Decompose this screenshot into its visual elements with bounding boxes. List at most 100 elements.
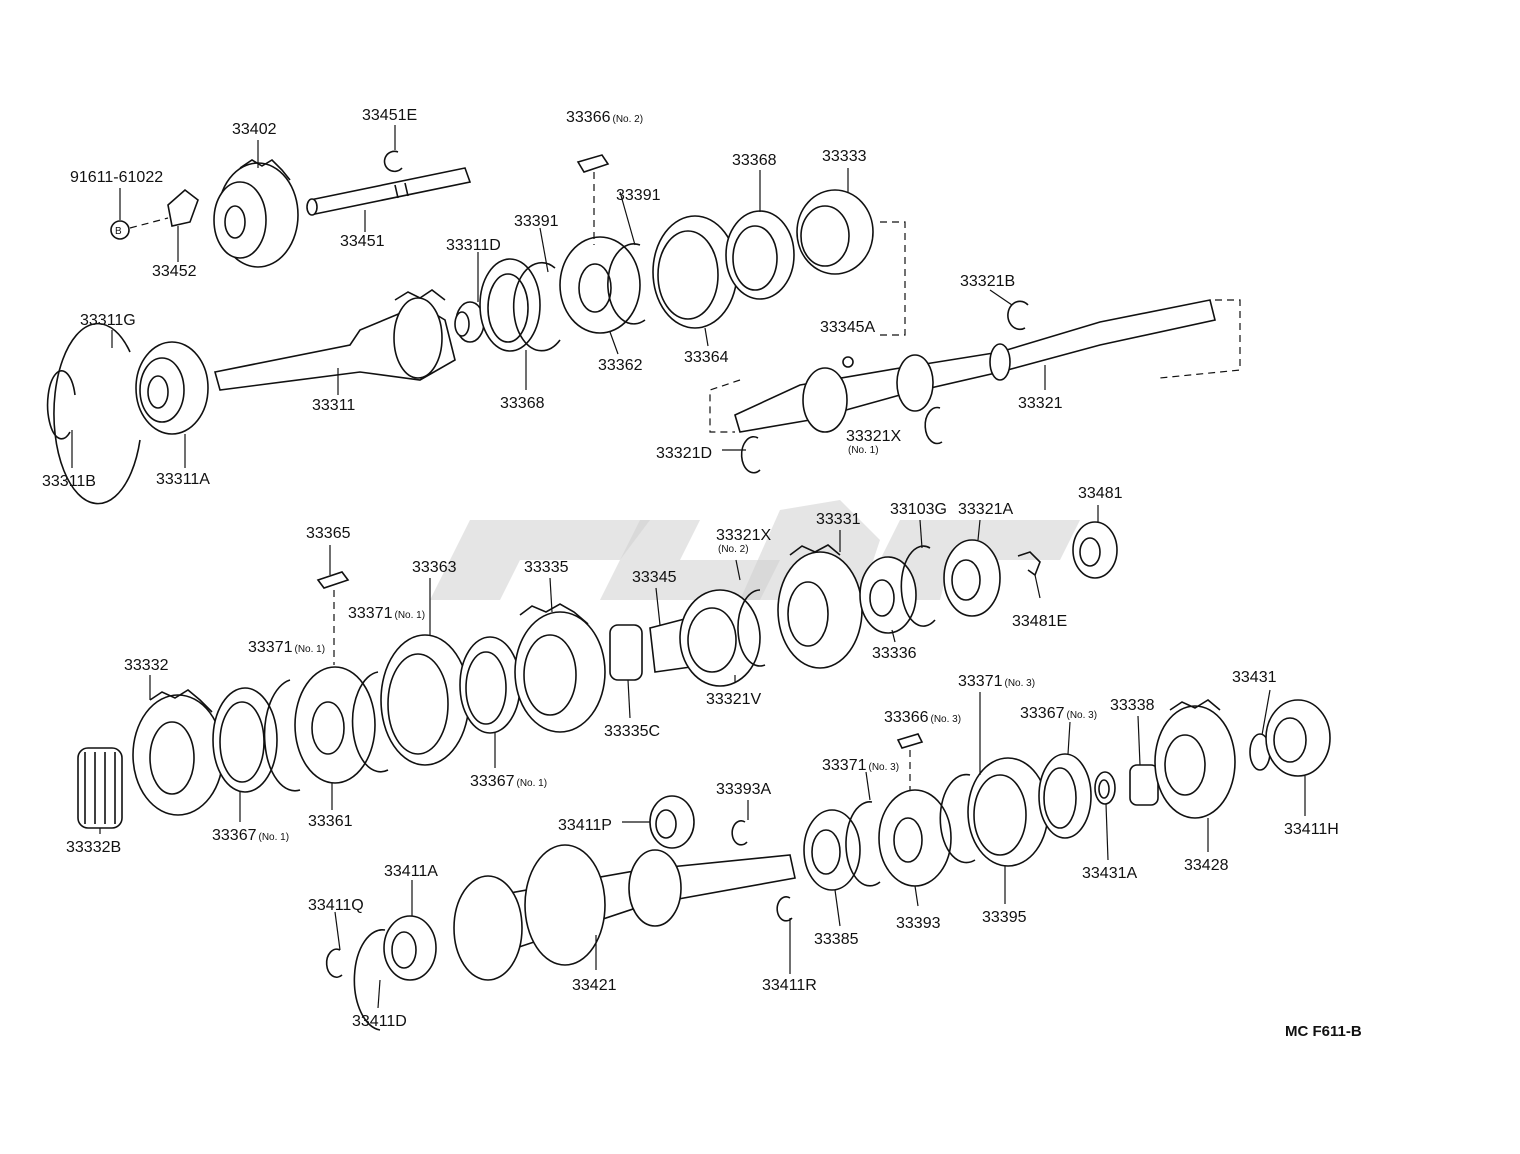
part-label-33321b: 33321B: [960, 273, 1015, 290]
part-label-sub-33366-2: (No. 2): [613, 114, 644, 125]
part-label-sub-33366-3: (No. 3): [931, 714, 962, 725]
part-spring-33391b: [607, 243, 646, 325]
part-label-33361: 33361: [308, 813, 353, 830]
part-bearing-33335C: [609, 624, 643, 681]
part-label-91611-61022: 91611-61022: [70, 169, 163, 186]
part-gear-33428: [1154, 699, 1236, 819]
part-counter-gear-33421: [453, 844, 796, 981]
part-label-33365: 33365: [306, 525, 351, 542]
part-ring-33321X-1: [924, 406, 943, 445]
part-shaft-33451: [306, 167, 472, 216]
part-label-sub-33367-3: (No. 3): [1067, 710, 1098, 721]
part-label-33385: 33385: [814, 931, 859, 948]
part-hub-33393: [878, 789, 952, 887]
diagram-code: MC F611-B: [1285, 1023, 1362, 1040]
part-bearing-33411P: [649, 795, 695, 849]
part-bearing-33411A: [383, 915, 437, 981]
part-ring-33321X-2: [737, 589, 766, 667]
part-label-sub-33371-1b: (No. 1): [295, 644, 326, 655]
part-label-33411r: 33411R: [762, 977, 817, 994]
part-label-33311d: 33311D: [446, 237, 501, 254]
part-ring-33367-1b: [212, 687, 278, 793]
part-label-33331: 33331: [816, 511, 861, 528]
part-key-33366-2: [576, 154, 610, 173]
part-label-33391-b: 33391: [514, 213, 559, 230]
part-label-33481e: 33481E: [1012, 613, 1067, 630]
part-label-33321: 33321: [1018, 395, 1063, 412]
part-ring-33367-3: [1038, 753, 1092, 839]
part-label-33391-a: 33391: [616, 187, 661, 204]
part-snap-ring-33311G: [53, 322, 141, 505]
part-spring-33371-1a: [263, 679, 301, 792]
part-label-33411p: 33411P: [558, 817, 612, 834]
part-label-33411h: 33411H: [1284, 821, 1339, 838]
part-label-33428: 33428: [1184, 857, 1229, 874]
part-label-33451: 33451: [340, 233, 385, 250]
part-label-33371-1b: 33371: [248, 639, 293, 656]
part-gear-33331: [777, 544, 863, 669]
part-label-33371-1a: 33371: [348, 605, 393, 622]
part-label-33321d: 33321D: [656, 445, 712, 462]
part-spring-33391a: [512, 261, 561, 352]
part-label-33452: 33452: [152, 263, 197, 280]
part-gear-33335: [514, 603, 606, 733]
svg-text:B: B: [115, 226, 122, 237]
part-bearing-33411H: [1265, 699, 1331, 777]
part-bearing-33311A: [135, 341, 209, 435]
part-label-33321x-2: 33321X: [716, 527, 771, 544]
part-label-33311a: 33311A: [156, 471, 210, 488]
part-sleeve-33363: [380, 634, 470, 766]
part-label-33431a: 33431A: [1082, 865, 1137, 882]
part-ring-33368b: [479, 258, 541, 352]
part-pin-91611: B: [110, 220, 130, 240]
part-output-shaft-33321: [734, 299, 1216, 433]
part-spacer-33321V: [679, 589, 761, 687]
part-bearing-33311D: [454, 301, 485, 343]
part-ring-33321B: [1007, 300, 1029, 331]
part-label-33345: 33345: [632, 569, 677, 586]
part-label-33367-1a: 33367: [470, 773, 515, 790]
part-label-33402: 33402: [232, 121, 277, 138]
part-sleeve-33364: [652, 215, 738, 329]
part-label-33335: 33335: [524, 559, 569, 576]
part-snap-ring-33411D: [353, 929, 386, 1031]
part-label-33338: 33338: [1110, 697, 1155, 714]
part-label-33364: 33364: [684, 349, 729, 366]
part-label-33367-3: 33367: [1020, 705, 1065, 722]
part-ring-33333: [796, 189, 874, 275]
part-labels: 91611-610223340233451E334513345233366(No…: [42, 107, 1339, 1030]
part-label-33411d: 33411D: [352, 1013, 407, 1030]
part-spring-33371-3b: [845, 801, 881, 887]
part-label-33366-2: 33366: [566, 109, 611, 126]
part-key-33366-3: [896, 733, 924, 749]
part-hub-33362: [559, 236, 641, 334]
part-ring-33321D: [740, 435, 761, 474]
part-label-33367-1b: 33367: [212, 827, 257, 844]
part-gear-33332: [132, 689, 224, 816]
part-label-33311: 33311: [312, 397, 355, 414]
part-key-33365: [316, 571, 350, 589]
part-fork-33452: [167, 188, 199, 227]
leader-lines: [71, 125, 1306, 1009]
part-spring-33371-1b: [351, 671, 389, 773]
part-gear-33481: [1072, 521, 1118, 579]
part-input-shaft-33311: [213, 289, 456, 391]
part-label-33362: 33362: [598, 357, 643, 374]
part-label-33332b: 33332B: [66, 839, 121, 856]
part-label-33368-a: 33368: [732, 152, 777, 169]
part-label-33103g: 33103G: [890, 501, 947, 518]
part-label-33371-3a: 33371: [958, 673, 1003, 690]
part-label-33368-b: 33368: [500, 395, 545, 412]
part-label-sub-33367-1a: (No. 1): [517, 778, 548, 789]
part-label-33321x-1: 33321X: [846, 428, 901, 445]
part-label-sub-33371-1a: (No. 1): [395, 610, 426, 621]
part-snap-ring-33311B: [46, 370, 76, 440]
part-ring-33411Q: [325, 948, 343, 978]
part-bearing-33385: [803, 809, 861, 891]
part-ring-33411R: [776, 896, 793, 922]
part-label-33371-3b: 33371: [822, 757, 867, 774]
part-bearing-33338: [1129, 764, 1159, 806]
part-label-33451e: 33451E: [362, 107, 417, 124]
part-label-sub-33371-3b: (No. 3): [869, 762, 900, 773]
